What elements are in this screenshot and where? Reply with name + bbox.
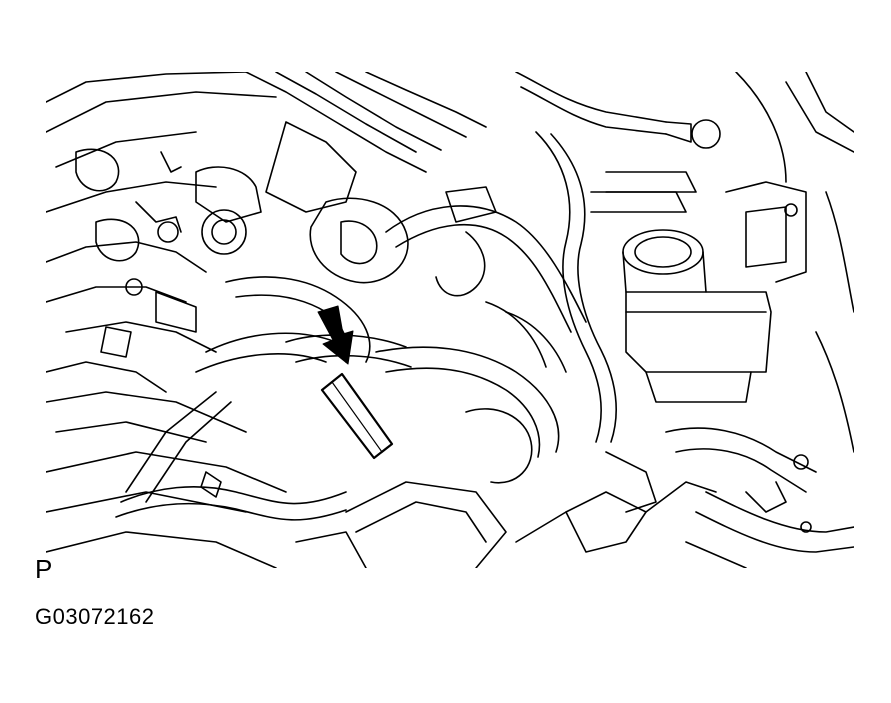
right-components [515, 72, 854, 568]
engine-line-drawing [46, 72, 854, 568]
engine-bay-illustration [46, 72, 854, 568]
figure-reference-code: G03072162 [35, 604, 155, 629]
callout-group [317, 305, 394, 460]
central-hoses [115, 186, 587, 568]
highlighted-part [320, 372, 394, 460]
down-left-arrow-icon [317, 305, 354, 365]
figure-corner-label: P [35, 554, 53, 584]
intake-plenum [195, 72, 487, 284]
left-engine-block [46, 72, 287, 568]
